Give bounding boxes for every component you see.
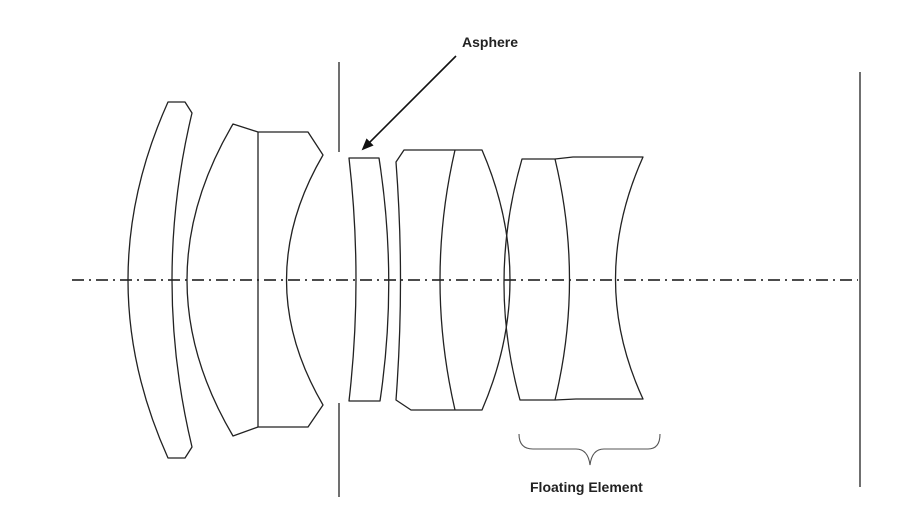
lens-group-4-cement	[439, 149, 456, 411]
lens-group-floating	[503, 156, 644, 401]
asphere-pointer-arrow	[361, 55, 457, 151]
lens-group-floating-cement	[554, 158, 571, 401]
asphere-label: Asphere	[462, 34, 519, 50]
floating-element-label: Floating Element	[530, 479, 643, 495]
lens-group-4	[395, 149, 511, 411]
lens-group-2	[186, 123, 324, 437]
lens-element-1	[127, 101, 193, 459]
floating-element-brace	[518, 433, 661, 466]
lens-element-asphere	[348, 157, 390, 402]
